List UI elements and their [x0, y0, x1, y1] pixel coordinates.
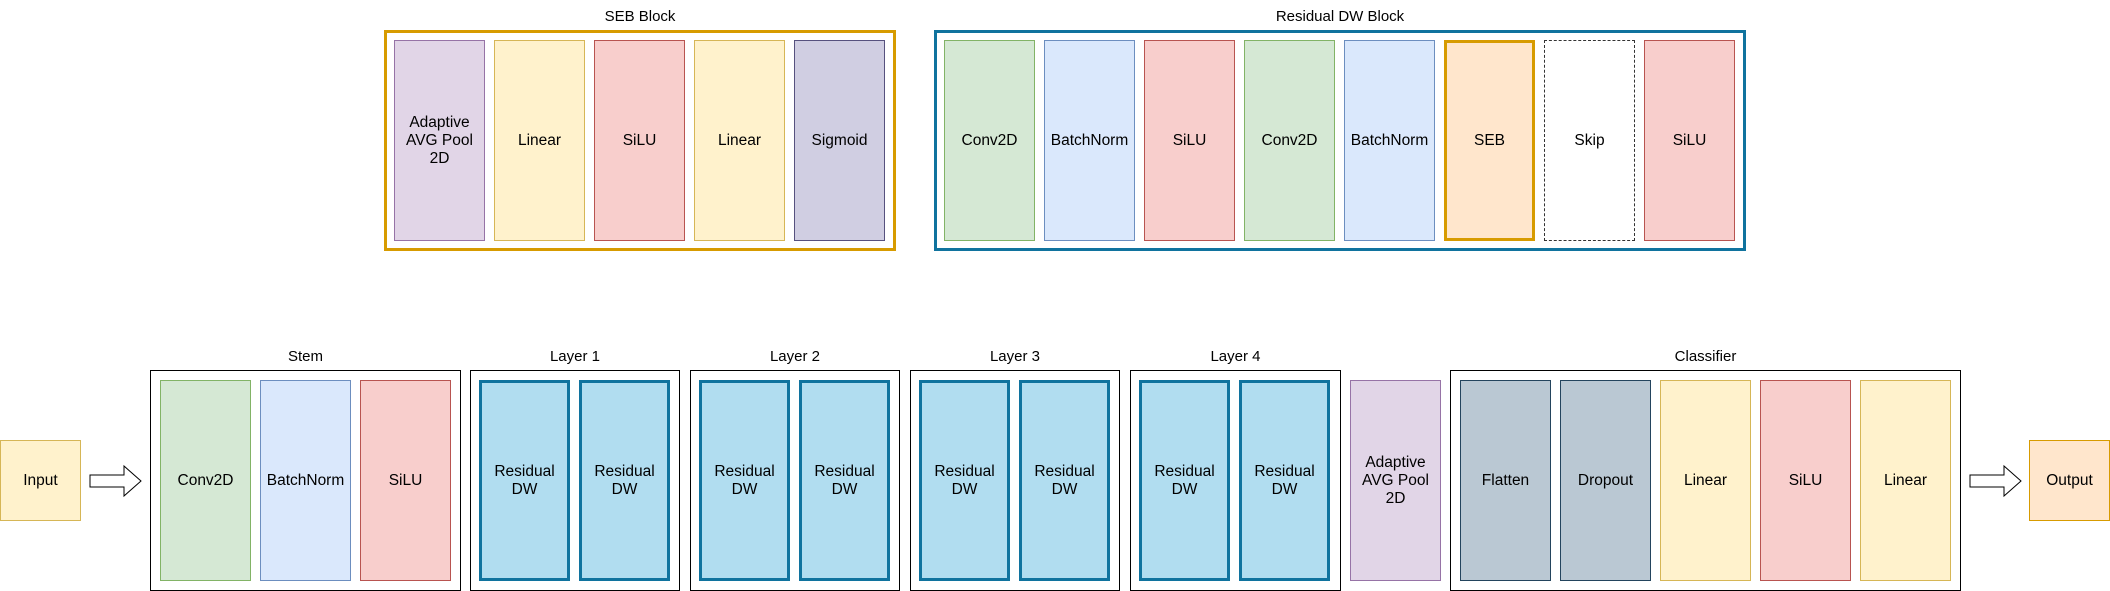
layer-2-residual-dw-block-1: Residual DW	[699, 380, 790, 581]
classifier-linear-block-1: Linear	[1660, 380, 1751, 581]
layer-3-residual-dw-block-2: Residual DW	[1019, 380, 1110, 581]
rdw-skip-block: Skip	[1544, 40, 1635, 241]
rdw-seb-block: SEB	[1444, 40, 1535, 241]
layer-2-title: Layer 2	[769, 348, 821, 365]
stem-title: Stem	[287, 348, 323, 365]
rdw-silu-block-1: SiLU	[1144, 40, 1235, 241]
layer-2-residual-dw-block-2: Residual DW	[799, 380, 890, 581]
stem-batchnorm-block: BatchNorm	[260, 380, 351, 581]
stem-silu-block: SiLU	[360, 380, 451, 581]
layer-3-title: Layer 3	[989, 348, 1041, 365]
output-block: Output	[2029, 440, 2110, 521]
rdw-conv2d-block-2: Conv2D	[1244, 40, 1335, 241]
adaptive-avg-pool-block: Adaptive AVG Pool 2D	[1350, 380, 1441, 581]
layer-1-title: Layer 1	[549, 348, 601, 365]
seb-linear-block-2: Linear	[694, 40, 785, 241]
seb-block-title: SEB Block	[604, 8, 676, 25]
classifier-flatten-block: Flatten	[1460, 380, 1551, 581]
seb-block-group	[384, 30, 896, 251]
input-block: Input	[0, 440, 81, 521]
residual-dw-block-title: Residual DW Block	[1275, 8, 1405, 25]
output-arrow-icon	[1969, 464, 2022, 498]
classifier-linear-block-2: Linear	[1860, 380, 1951, 581]
classifier-title: Classifier	[1674, 348, 1737, 365]
rdw-silu-block-2: SiLU	[1644, 40, 1735, 241]
layer-4-residual-dw-block-2: Residual DW	[1239, 380, 1330, 581]
seb-sigmoid-block: Sigmoid	[794, 40, 885, 241]
rdw-batchnorm-block-2: BatchNorm	[1344, 40, 1435, 241]
layer-4-residual-dw-block-1: Residual DW	[1139, 380, 1230, 581]
stem-conv2d-block: Conv2D	[160, 380, 251, 581]
seb-pool-block: Adaptive AVG Pool 2D	[394, 40, 485, 241]
layer-1-residual-dw-block-2: Residual DW	[579, 380, 670, 581]
classifier-dropout-block: Dropout	[1560, 380, 1651, 581]
rdw-conv2d-block-1: Conv2D	[944, 40, 1035, 241]
residual-dw-block-group	[934, 30, 1746, 251]
seb-silu-block: SiLU	[594, 40, 685, 241]
rdw-batchnorm-block-1: BatchNorm	[1044, 40, 1135, 241]
layer-1-residual-dw-block-1: Residual DW	[479, 380, 570, 581]
layer-4-title: Layer 4	[1210, 348, 1261, 365]
layer-3-residual-dw-block-1: Residual DW	[919, 380, 1010, 581]
classifier-silu-block: SiLU	[1760, 380, 1851, 581]
input-arrow-icon	[89, 464, 142, 498]
seb-linear-block-1: Linear	[494, 40, 585, 241]
